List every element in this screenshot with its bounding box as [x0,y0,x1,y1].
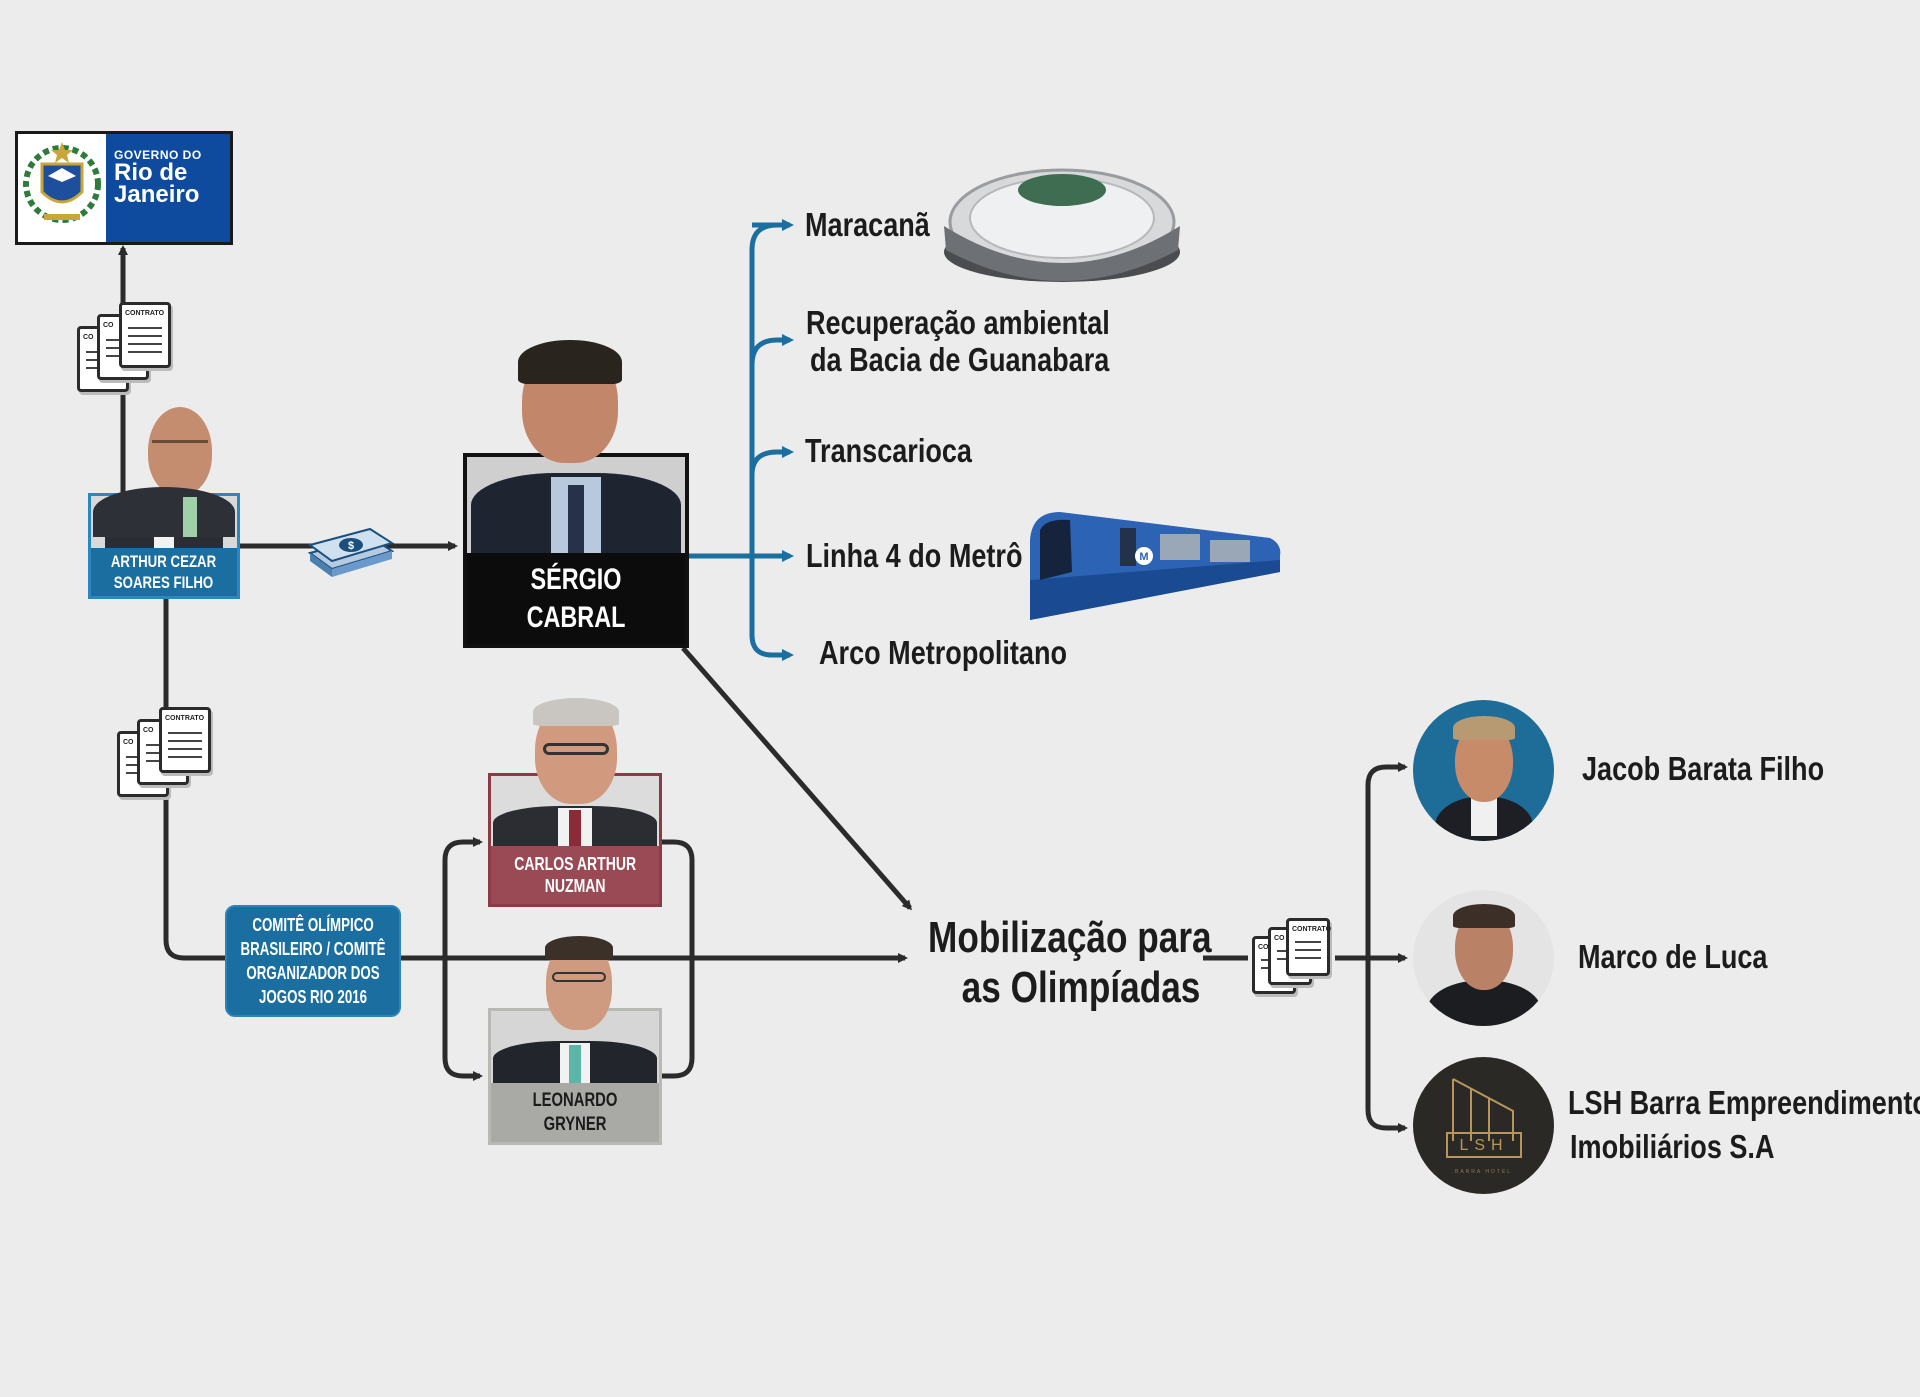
bracket-right [662,839,695,1079]
government-rio-logo: GOVERNO DO Rio de Janeiro [15,131,233,245]
lsh-logo-mark: LSH [1459,1137,1509,1154]
hub-line1: Mobilização para [928,913,1212,962]
lsh-logo-sub: BARRA HOTEL [1454,1169,1512,1175]
coat-of-arms-icon [18,134,106,242]
contracts-icon-hub-targets: CO CO CONTRATO [1250,918,1336,996]
bracket-left-gryner [442,958,483,1081]
metro-train-image [1030,512,1281,620]
gryner-name: LEONARDO GRYNER [532,1089,618,1135]
contracts-icon-arthur-committee: CO CO CONTRATO [115,705,215,801]
metro-logo: M [1139,551,1148,563]
card-leonardo-gryner: LEONARDO GRYNER [488,1008,662,1145]
nuzman-photo-glasses [543,743,609,755]
committee-line2: BRASILEIRO / COMITÊ [240,939,386,959]
card-carlos-arthur-nuzman: CARLOS ARTHUR NUZMAN [488,773,662,907]
arrow-to-lsh [1365,958,1408,1133]
government-line3: Janeiro [114,181,200,208]
project-guanabara-line2: da Bacia de Guanabara [810,341,1110,378]
government-line1: GOVERNO DO [114,148,202,162]
nuzman-name-line1: CARLOS ARTHUR [514,853,636,874]
arrow-to-guanabara [749,334,794,366]
project-linha4: Linha 4 do Metrô [806,537,1023,574]
arthur-name-line1: ARTHUR CEZAR [111,551,217,571]
government-line2: Rio de [114,159,188,186]
gryner-photo-hair [545,936,613,960]
project-maracana: Maracanã [805,206,930,243]
card-sergio-cabral: SÉRGIO CABRAL [463,453,689,648]
bracket-left-nuzman [442,837,483,958]
committee-line3: ORGANIZADOR DOS [246,963,380,983]
money-stack-icon: $ [306,517,396,579]
maracana-stadium-image [944,168,1180,282]
gryner-photo-glasses [552,972,606,982]
project-transcarioca: Transcarioca [805,432,972,469]
target-marco-de-luca: Marco de Luca [1578,938,1768,975]
target-lsh-line2: Imobiliários S.A [1570,1128,1775,1165]
lsh-barra-logo: LSH BARRA HOTEL [1413,1057,1554,1194]
arthur-photo-suit [93,487,235,537]
committee-box: COMITÊ OLÍMPICO BRASILEIRO / COMITÊ ORGA… [225,905,401,1017]
arrow-cabral-to-hub [681,646,912,911]
contracts-icon-arthur-government: CO CO CONTRATO [75,300,175,396]
arrow-to-jacob [1365,762,1408,958]
arthur-photo-tie [183,497,197,537]
hub-mobilizacao: Mobilização para as Olimpíadas [928,913,1212,1013]
cabral-photo-hair [518,340,622,384]
project-arco-metropolitano: Arco Metropolitano [819,634,1068,671]
target-lsh-line1: LSH Barra Empreendimentos [1568,1084,1920,1121]
project-spine [749,222,778,658]
arthur-photo-head [148,407,212,495]
line-arthur-to-committee [163,599,225,961]
hub-line2: as Olimpíadas [961,963,1201,1012]
arthur-photo-glasses [152,440,208,453]
photo-jacob-barata [1413,700,1554,841]
photo-marco-de-luca [1413,890,1554,1026]
nuzman-name-line2: NUZMAN [544,876,606,896]
project-guanabara-line1: Recuperação ambiental [806,304,1110,341]
nuzman-photo-hair [533,698,619,726]
arthur-name-line2: SOARES FILHO [114,573,214,592]
committee-line1: COMITÊ OLÍMPICO [252,915,374,935]
target-jacob-barata-filho: Jacob Barata Filho [1582,750,1825,787]
cabral-name: SÉRGIO CABRAL [526,563,626,634]
svg-text:$: $ [348,540,354,552]
committee-line4: JOGOS RIO 2016 [258,987,368,1007]
arrow-to-transcarioca [749,446,794,476]
